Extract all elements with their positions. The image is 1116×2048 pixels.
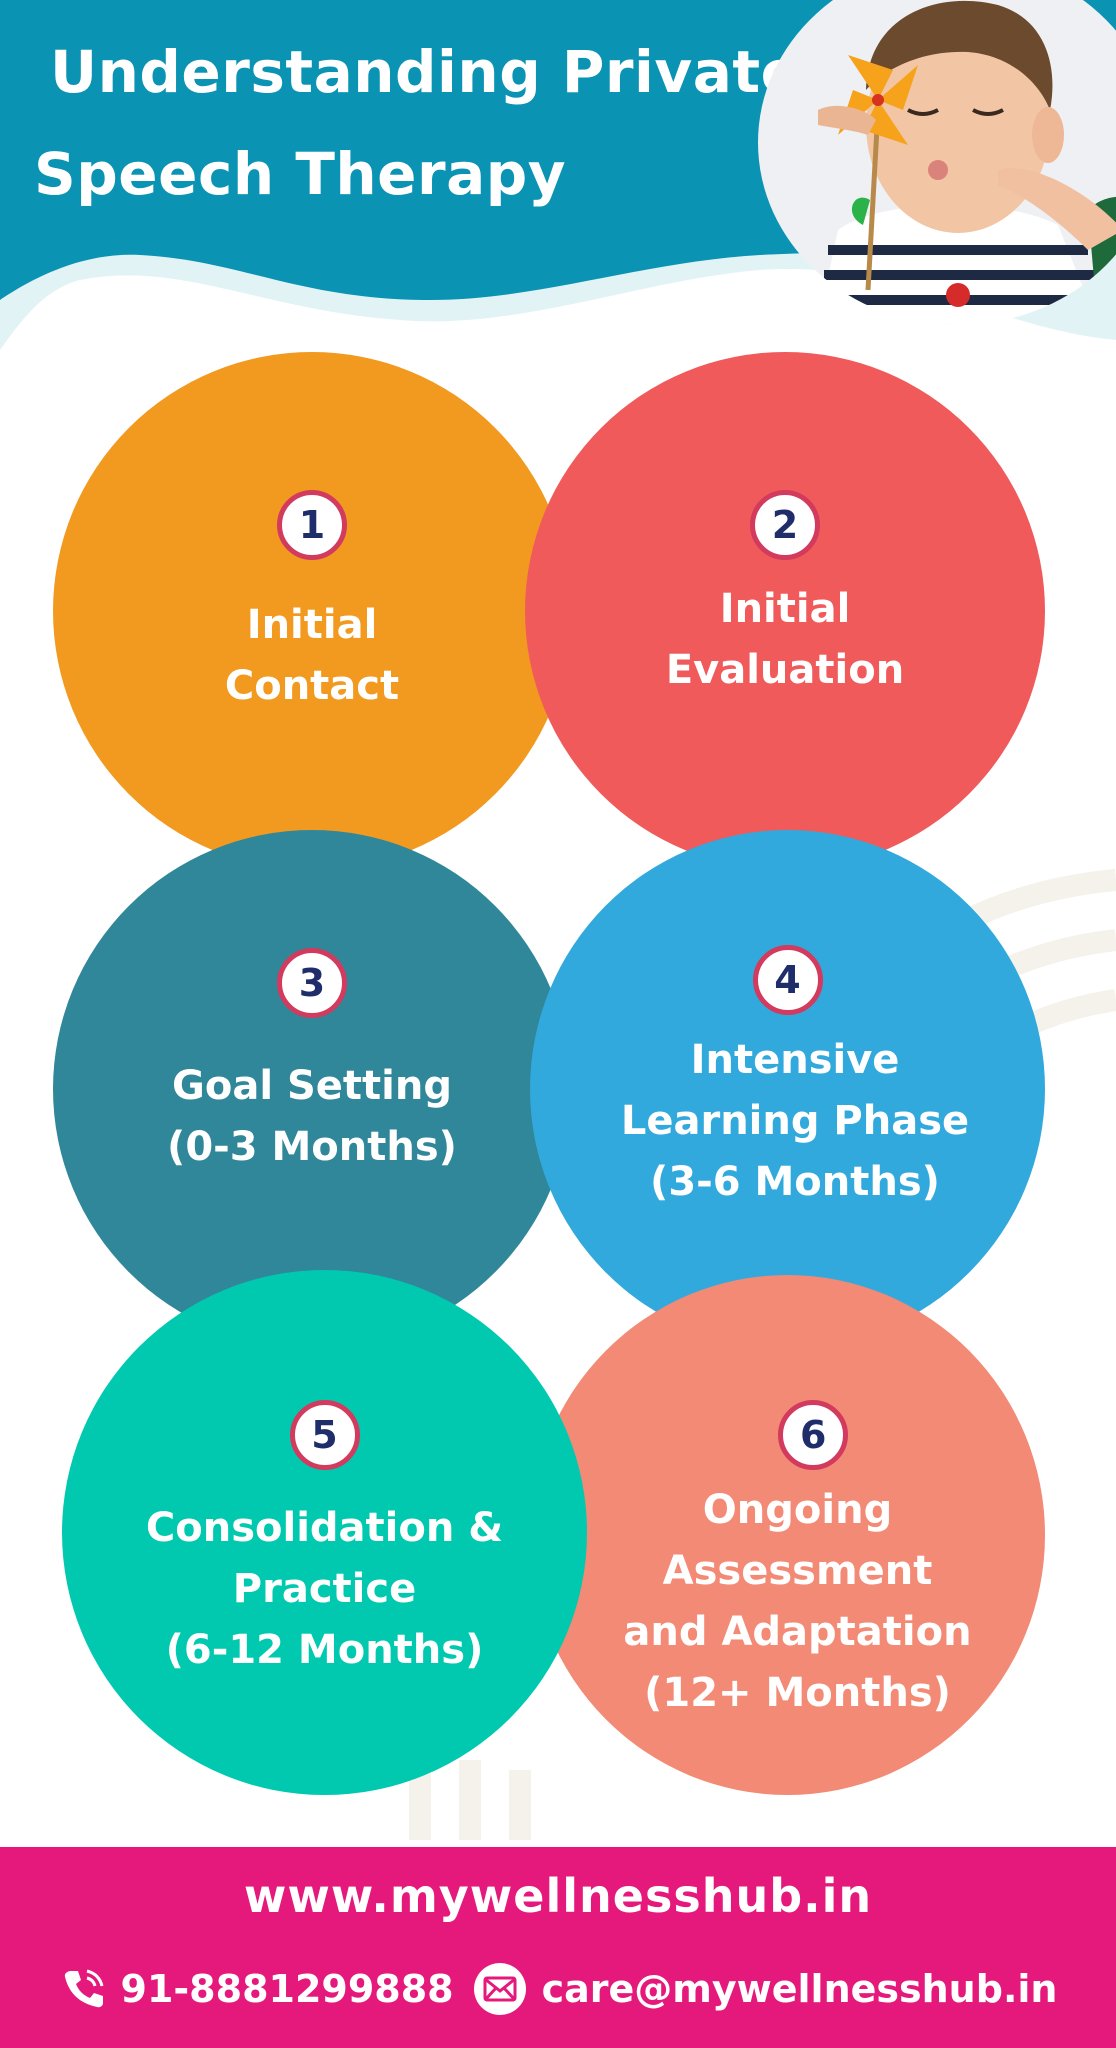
step-number-badge: 2 bbox=[750, 490, 820, 560]
contact-footer: www.mywellnesshub.in 91-8881299888 care@… bbox=[0, 1847, 1116, 2048]
step-label: Ongoing Assessment and Adaptation (12+ M… bbox=[623, 1487, 972, 1716]
step-label: Initial Contact bbox=[224, 602, 400, 709]
phone-number[interactable]: 91-8881299888 bbox=[120, 1967, 454, 2011]
page-title-line-2: Speech Therapy bbox=[34, 140, 567, 208]
step-label: Intensive Learning Phase (3-6 Months) bbox=[620, 1037, 970, 1205]
step-number-badge: 4 bbox=[752, 945, 823, 1015]
step-label: Goal Setting (0-3 Months) bbox=[167, 1063, 457, 1170]
step-number-badge: 1 bbox=[277, 490, 347, 560]
email-address[interactable]: care@mywellnesshub.in bbox=[541, 1967, 1058, 2011]
step-number-badge: 5 bbox=[289, 1400, 360, 1470]
step-label: Consolidation & Practice (6-12 Months) bbox=[145, 1505, 504, 1673]
contact-row: 91-8881299888 care@mywellnesshub.in bbox=[0, 1959, 1116, 2019]
envelope-icon bbox=[472, 1961, 528, 2017]
step-circle-3: 3 Goal Setting (0-3 Months) bbox=[53, 830, 571, 1348]
step-label: Initial Evaluation bbox=[665, 586, 905, 693]
step-number-badge: 3 bbox=[277, 948, 347, 1018]
step-circle-5: 5 Consolidation & Practice (6-12 Months) bbox=[62, 1270, 587, 1795]
header-banner: Understanding Private Speech Therapy bbox=[0, 0, 1116, 400]
step-circle-2: 2 Initial Evaluation bbox=[525, 352, 1045, 870]
website-link[interactable]: www.mywellnesshub.in bbox=[243, 1869, 873, 1923]
child-speech-therapy-photo bbox=[758, 0, 1116, 325]
step-circle-1: 1 Initial Contact bbox=[53, 352, 571, 870]
step-circle-6: 6 Ongoing Assessment and Adaptation (12+… bbox=[530, 1275, 1045, 1795]
step-number-badge: 6 bbox=[778, 1400, 849, 1470]
page-title-line-1: Understanding Private bbox=[50, 38, 801, 106]
step-circle-4: 4 Intensive Learning Phase (3-6 Months) bbox=[530, 830, 1045, 1348]
phone-icon bbox=[59, 1965, 107, 2013]
